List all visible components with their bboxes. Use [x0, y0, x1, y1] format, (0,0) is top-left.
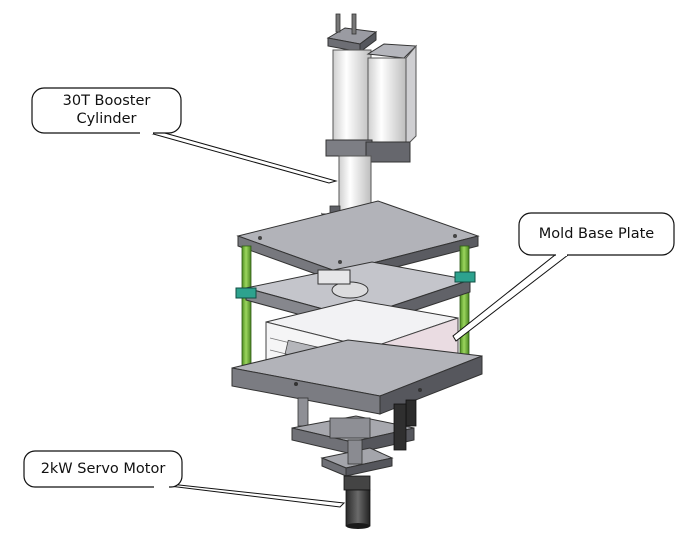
bottom-plate: [231, 339, 483, 415]
booster-cylinder: [321, 13, 418, 238]
booster-cylinder-label: 30T Booster Cylinder: [32, 92, 181, 128]
callout-mold-base-plate: [452, 212, 675, 342]
servo-motor: [343, 475, 371, 529]
callout-booster-cylinder: [31, 87, 338, 184]
callout-servo-motor: [23, 450, 346, 508]
drive-assembly: [291, 397, 417, 477]
mold-base-plate-label: Mold Base Plate: [538, 226, 655, 242]
booster-cylinder-label-line1: 30T Booster: [62, 93, 151, 109]
booster-cylinder-label-line2: Cylinder: [76, 111, 137, 127]
servo-motor-label: 2kW Servo Motor: [40, 461, 166, 477]
